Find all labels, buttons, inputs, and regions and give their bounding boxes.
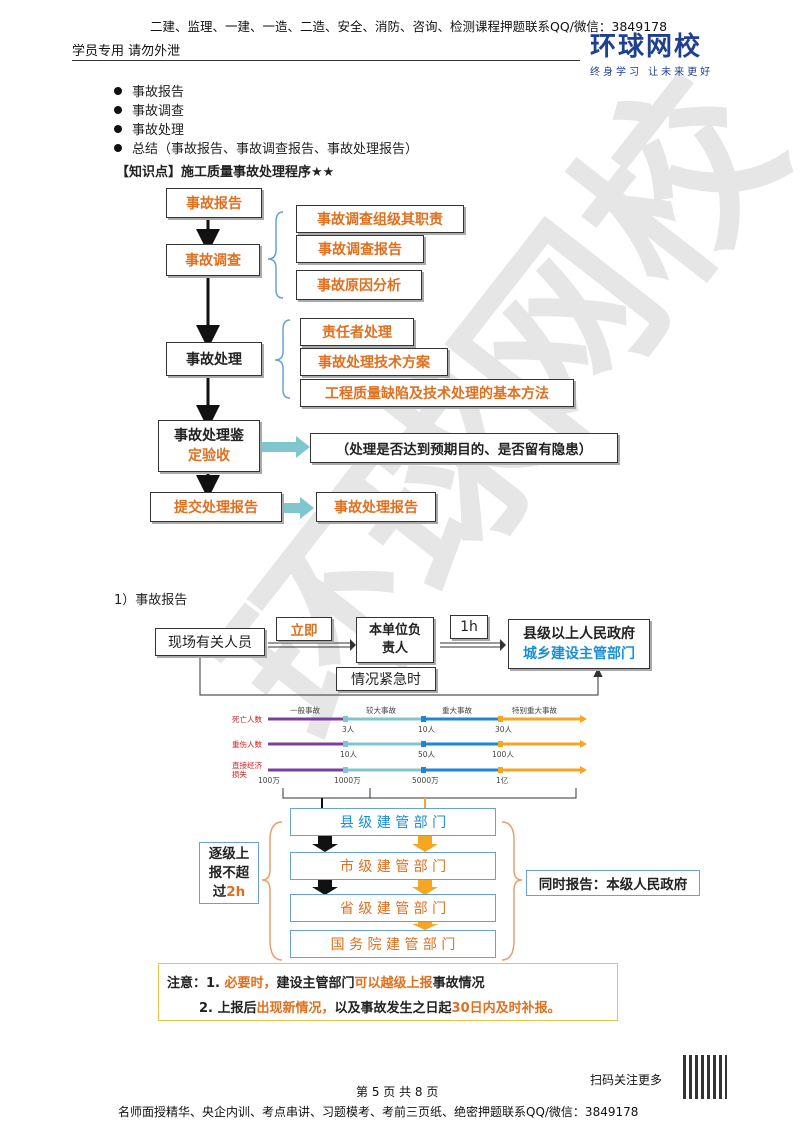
header-divider: [72, 60, 580, 61]
flow1-hand-item: 工程质量缺陷及技术处理的基本方法: [300, 379, 574, 407]
scale-row-label: 死亡人数: [232, 715, 262, 724]
flow2-on-site: 现场有关人员: [155, 628, 265, 656]
level-box: 省 级 建 管 部 门: [290, 894, 496, 922]
scale-tick: 5000万: [412, 776, 439, 785]
flow2-county: 县级以上人民政府城乡建设主管部门: [508, 619, 650, 669]
flow2-connectors: [199, 639, 603, 696]
note-box: 注意：1. 必要时，建设主管部门可以越级上报事故情况 2. 上报后出现新情况，以…: [158, 963, 618, 1021]
simultaneous-report-box: 同时报告：本级人民政府: [526, 870, 700, 896]
bullet-item: 事故处理: [114, 119, 184, 138]
flow1-submit: 提交处理报告: [150, 492, 282, 522]
scale-category: 一般事故: [290, 706, 320, 715]
scale-tick: 30人: [495, 725, 513, 734]
flow1-report: 事故报告: [166, 188, 262, 218]
flow1-inv-item: 事故原因分析: [296, 270, 422, 300]
note-line-2: 2. 上报后出现新情况，以及事故发生之日起30日内及时补报。: [199, 1001, 561, 1016]
scale-row-death: [268, 715, 587, 723]
scale-tick: 3人: [342, 725, 355, 734]
flow1-inv-item: 事故调查组级其职责: [296, 205, 464, 233]
flow2-immediately: 立即: [276, 617, 332, 641]
flow1-connectors: [196, 211, 314, 519]
bullet-item: 总结（事故报告、事故调查报告、事故处理报告）: [114, 138, 418, 157]
level-box: 县 级 建 管 部 门: [290, 808, 496, 836]
flow1-hand-item: 事故处理技术方案: [300, 348, 448, 376]
flow1-final-report: 事故处理报告: [316, 492, 436, 522]
flow2-emergency: 情况紧急时: [336, 667, 436, 691]
footer-bottom-line: 名师面授精华、央企内训、考点串讲、习题模考、考前三页纸、绝密押题联系QQ/微信：…: [118, 1105, 639, 1119]
flow2-one-hour: 1h: [450, 615, 488, 639]
level-box: 市 级 建 管 部 门: [290, 852, 496, 880]
flow1-hand-item: 责任者处理: [300, 318, 414, 346]
bullet-item: 事故调查: [114, 100, 184, 119]
header-left-note: 学员专用 请勿外泄: [72, 44, 181, 59]
level-box: 国 务 院 建 管 部 门: [290, 930, 496, 958]
flow1-acceptance-note: （处理是否达到预期目的、是否留有隐患）: [310, 433, 618, 463]
scale-category: 重大事故: [442, 706, 472, 715]
note-line-1: 注意：1. 必要时，建设主管部门可以越级上报事故情况: [167, 976, 485, 991]
scale-tick: 10人: [418, 725, 436, 734]
scan-follow-text: 扫码关注更多: [590, 1073, 663, 1087]
flow1-investigation: 事故调查: [166, 244, 260, 276]
knowledge-title: 【知识点】施工质量事故处理程序★★: [116, 165, 335, 180]
scale-row-label: 重伤人数: [232, 740, 262, 749]
scale-tick: 1亿: [496, 776, 509, 785]
header-top-line: 二建、监理、一建、一造、二造、安全、消防、咨询、检测课程押题联系QQ/微信：38…: [150, 19, 668, 34]
section-title: 1）事故报告: [114, 593, 188, 608]
scale-tick: 100人: [492, 750, 514, 759]
flow2-unit-head: 本单位负责人: [356, 617, 434, 663]
bullet-item: 事故报告: [114, 81, 184, 100]
accident-scale: [268, 715, 587, 808]
scale-tick: 10人: [340, 750, 358, 759]
scale-row-label: 直接经济损失: [232, 761, 262, 779]
scale-category: 较大事故: [366, 706, 396, 715]
scale-row-injury: [268, 740, 587, 748]
flow1-inv-item: 事故调查报告: [296, 235, 424, 263]
scale-tick: 1000万: [334, 776, 361, 785]
page-number: 第 5 页 共 8 页: [356, 1085, 439, 1099]
scale-category: 特别重大事故: [512, 706, 557, 715]
scale-tick: 100万: [258, 776, 280, 785]
scale-row-loss: [268, 766, 587, 774]
logo-slogan: 终身学习 让未来更好: [590, 67, 714, 78]
flow1-handling: 事故处理: [166, 342, 262, 376]
stepwise-report-box: 逐级上报不超过2h: [199, 842, 259, 904]
flow1-acceptance: 事故处理鉴定验收: [158, 420, 260, 472]
logo-name: 环球网校: [590, 32, 703, 62]
scale-tick: 50人: [418, 750, 436, 759]
qr-code[interactable]: [683, 1055, 727, 1099]
logo: 环球网校 终身学习 让未来更好: [590, 33, 735, 81]
